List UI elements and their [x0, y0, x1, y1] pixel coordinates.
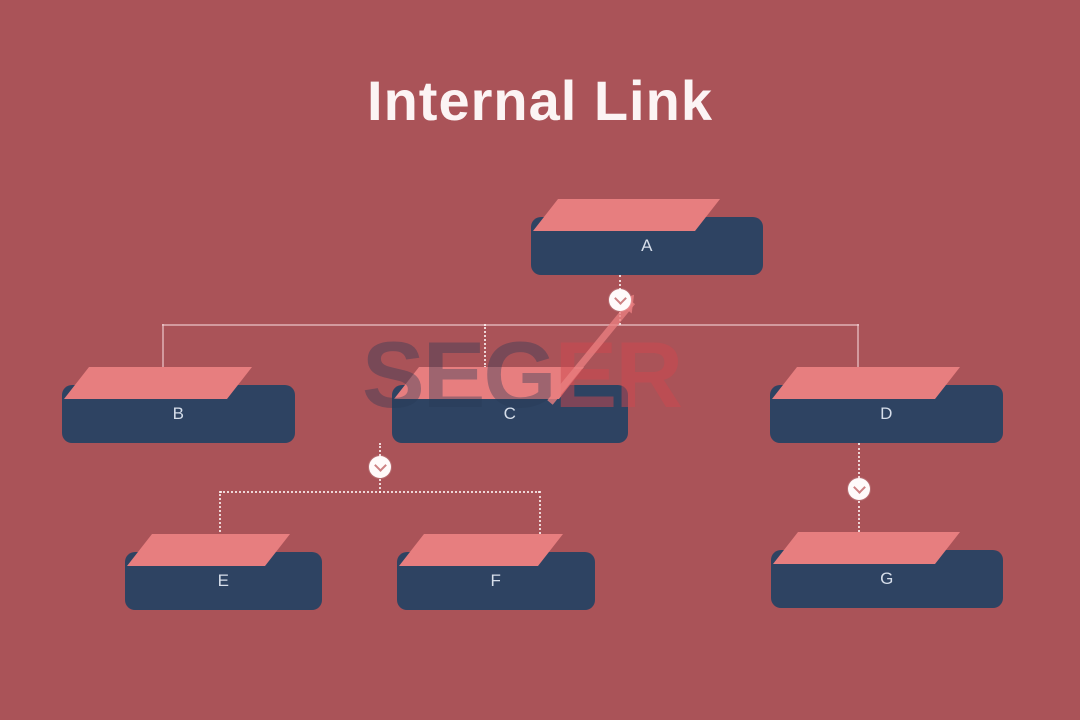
expand-toggle-a[interactable]	[609, 289, 631, 311]
connector-line	[379, 479, 381, 493]
node-top-face	[772, 367, 961, 399]
node-top-face	[773, 532, 961, 564]
node-E: E	[125, 534, 322, 610]
chevron-down-icon	[613, 292, 627, 305]
node-top-face	[394, 367, 585, 399]
node-label: C	[503, 404, 517, 423]
page-title: Internal Link	[367, 69, 713, 132]
node-top-face	[399, 534, 563, 566]
node-F: F	[397, 534, 595, 610]
node-G: G	[771, 532, 1003, 608]
expand-toggle-d[interactable]	[848, 478, 870, 500]
node-D: D	[770, 367, 1003, 443]
chevron-down-icon	[852, 481, 866, 494]
connector-line	[858, 443, 860, 478]
connector-line	[219, 491, 221, 536]
node-label: A	[641, 236, 653, 255]
node-label: G	[880, 569, 894, 588]
node-label: F	[490, 571, 502, 590]
expand-toggle-c[interactable]	[369, 456, 391, 478]
connector-line	[220, 491, 540, 493]
node-label: B	[172, 404, 185, 423]
connector-line	[857, 324, 859, 370]
node-top-face	[64, 367, 253, 399]
connector-line	[619, 275, 621, 290]
node-top-face	[533, 199, 721, 231]
node-B: B	[62, 367, 295, 443]
node-top-face	[127, 534, 290, 566]
connector-line	[858, 501, 860, 536]
connector-line	[379, 443, 381, 456]
connector-line	[484, 324, 486, 368]
connector-line	[162, 324, 859, 326]
node-A: A	[531, 199, 763, 275]
connector-line	[162, 324, 164, 367]
node-label: D	[880, 404, 893, 423]
node-label: E	[217, 571, 230, 590]
node-C: C	[392, 367, 628, 443]
connector-line	[539, 491, 541, 538]
chevron-down-icon	[373, 459, 387, 472]
